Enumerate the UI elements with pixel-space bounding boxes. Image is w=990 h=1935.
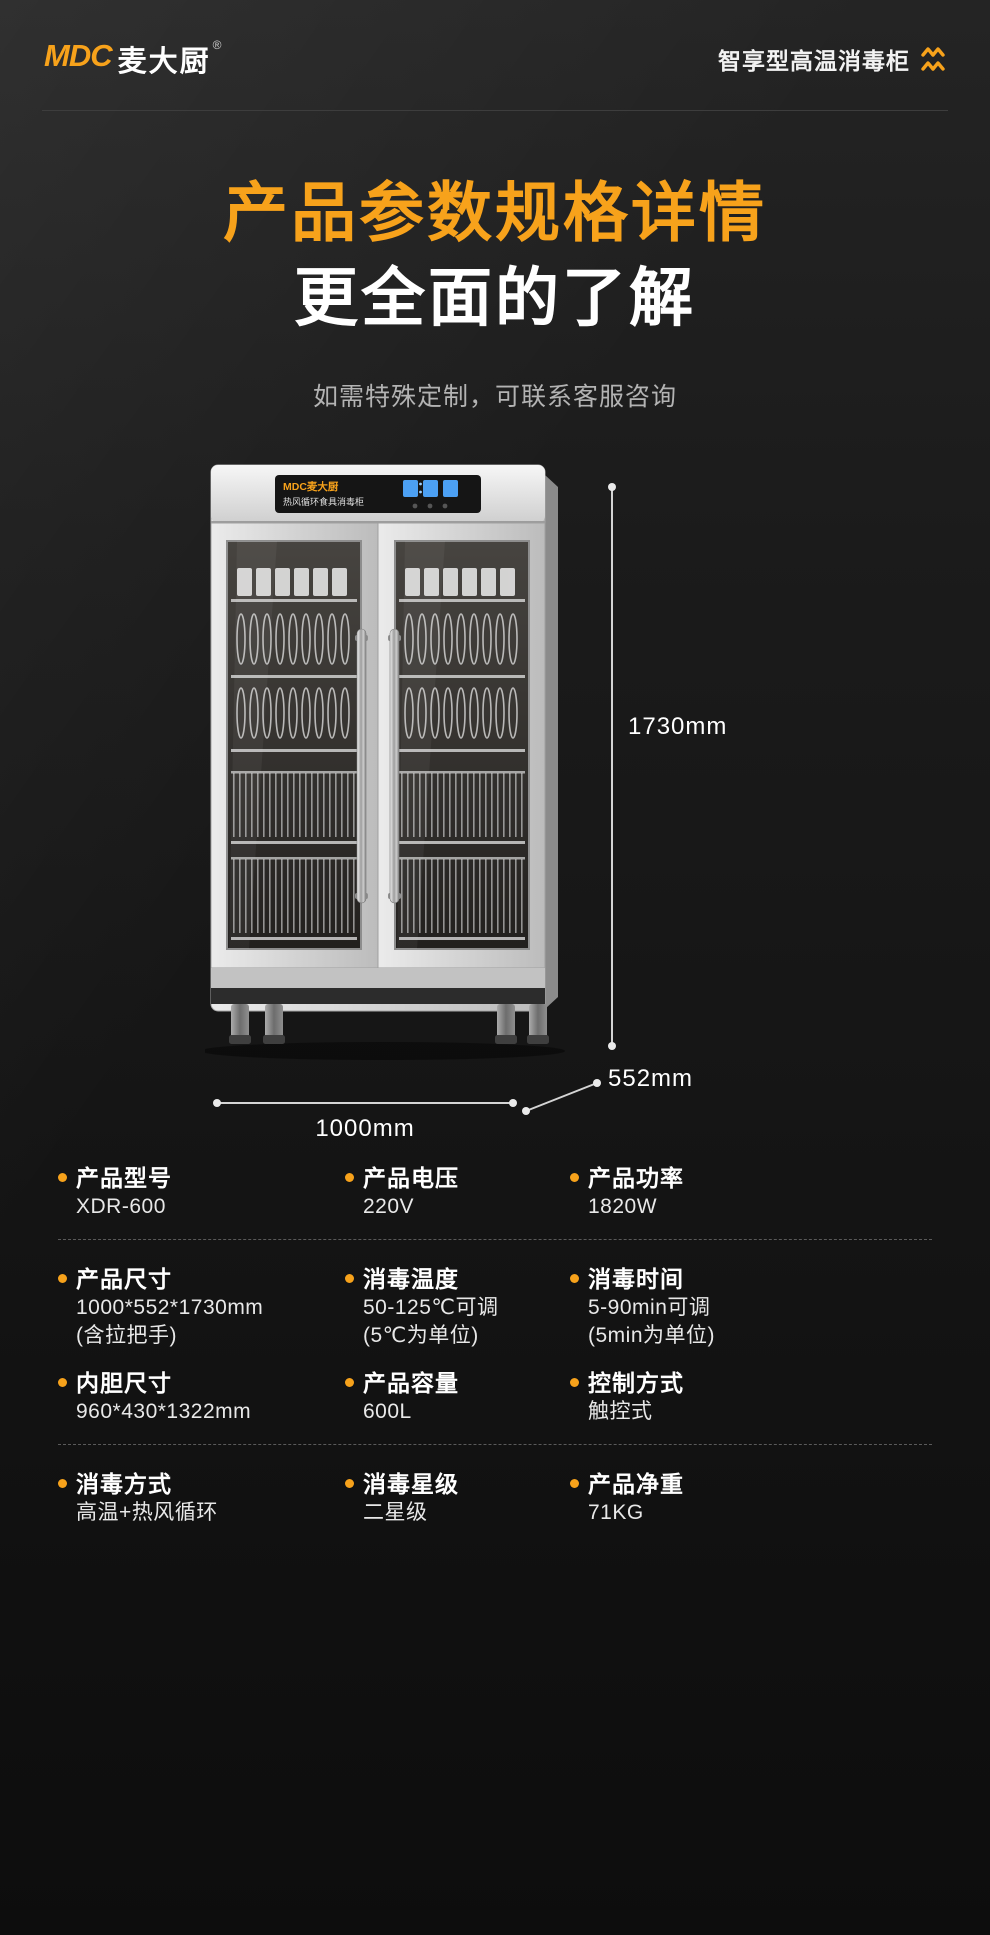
spec-item-temperature: 消毒温度 50-125℃可调 (5℃为单位): [345, 1264, 570, 1368]
spec-item-control: 控制方式 触控式: [570, 1368, 932, 1444]
spec-value-2: (5℃为单位): [363, 1323, 479, 1347]
brand-logo: MDC 麦大厨 ®: [44, 38, 221, 80]
width-dimension-label: 1000mm: [315, 1114, 415, 1142]
spec-value: 1000*552*1730mm: [76, 1295, 264, 1319]
spec-table: 产品型号 XDR-600 产品电压 220V 产品功率 1820W 产品尺寸 1…: [0, 1163, 990, 1545]
panel-display: [403, 479, 458, 509]
brand-chevrons-icon: [921, 47, 945, 71]
depth-dimension-label: 552mm: [608, 1064, 694, 1092]
spec-value: 50-125℃可调: [363, 1295, 499, 1319]
brand-logo-mdc: MDC: [44, 38, 113, 73]
spec-value: XDR-600: [76, 1194, 166, 1218]
hero-title-accent: 产品参数规格详情: [222, 176, 767, 249]
header: MDC 麦大厨 ® 智享型高温消毒柜: [0, 0, 990, 80]
spec-label: 消毒温度: [363, 1265, 459, 1292]
spec-value: 1820W: [588, 1194, 658, 1218]
spec-value: 高温+热风循环: [76, 1500, 218, 1524]
registered-mark: ®: [212, 38, 222, 52]
hero-title-white: 更全面的了解: [294, 261, 696, 334]
bullet-dot: [345, 1274, 354, 1284]
panel-brand-text: MDC麦大厨: [283, 480, 339, 493]
bullet-dot: [570, 1274, 579, 1284]
spec-value: 960*430*1322mm: [76, 1399, 252, 1423]
spec-label: 产品尺寸: [76, 1265, 172, 1292]
height-dimension-label: 1730mm: [628, 712, 728, 740]
dashed-divider: [58, 1238, 932, 1240]
spec-item-power: 产品功率 1820W: [570, 1163, 932, 1239]
cabinet-shadow: [205, 1041, 565, 1060]
cabinet-feet: [229, 1003, 549, 1044]
spec-item-inner-size: 内胆尺寸 960*430*1322mm: [58, 1368, 345, 1444]
spec-item-weight: 产品净重 71KG: [570, 1469, 932, 1545]
spec-label: 消毒方式: [76, 1470, 172, 1497]
bullet-dot: [570, 1378, 579, 1388]
brand-logo-name: 麦大厨: [117, 46, 211, 78]
bullet-dot: [345, 1173, 354, 1183]
spec-item-voltage: 产品电压 220V: [345, 1163, 570, 1239]
cabinet-base: [211, 967, 549, 1044]
bullet-dot: [58, 1274, 67, 1284]
spec-item-capacity: 产品容量 600L: [345, 1368, 570, 1444]
spec-value: 220V: [363, 1194, 415, 1218]
spec-item-star-level: 消毒星级 二星级: [345, 1469, 570, 1545]
cabinet-control-panel: MDC麦大厨 热风循环食具消毒柜: [211, 464, 545, 523]
spec-label: 产品功率: [588, 1164, 684, 1191]
spec-label: 消毒时间: [588, 1265, 684, 1292]
bullet-dot: [570, 1173, 579, 1183]
bullet-dot: [58, 1173, 67, 1183]
dashed-divider: [58, 1443, 932, 1445]
panel-label-text: 热风循环食具消毒柜: [283, 496, 364, 507]
bullet-dot: [345, 1378, 354, 1388]
door-handles: [355, 628, 401, 904]
spec-item-size: 产品尺寸 1000*552*1730mm (含拉把手): [58, 1264, 345, 1368]
hero-subtitle: 如需特殊定制，可联系客服咨询: [312, 382, 677, 411]
header-divider: [42, 110, 948, 111]
spec-item-model: 产品型号 XDR-600: [58, 1163, 345, 1239]
header-product-line: 智享型高温消毒柜: [718, 42, 946, 76]
depth-dimension-line: [525, 1081, 598, 1112]
spec-value-2: (5min为单位): [588, 1323, 716, 1347]
bullet-dot: [570, 1479, 579, 1489]
hero-section: 产品参数规格详情 更全面的了解 如需特殊定制，可联系客服咨询: [0, 177, 990, 413]
spec-label: 控制方式: [588, 1369, 684, 1396]
cabinet-right-door: [377, 522, 546, 969]
cabinet-left-door: [210, 522, 379, 969]
bullet-dot: [345, 1479, 354, 1489]
spec-item-method: 消毒方式 高温+热风循环: [58, 1469, 345, 1545]
bullet-dot: [58, 1479, 67, 1489]
cabinet-side-panel: [545, 474, 558, 1009]
bullet-dot: [58, 1378, 67, 1388]
product-figure: MDC麦大厨 热风循环食具消毒柜: [0, 463, 990, 1163]
spec-label: 消毒星级: [363, 1470, 459, 1497]
spec-label: 产品净重: [588, 1470, 684, 1497]
spec-value: 600L: [363, 1399, 412, 1423]
spec-value-2: (含拉把手): [76, 1323, 177, 1347]
spec-label: 产品容量: [363, 1369, 459, 1396]
spec-value: 71KG: [588, 1500, 644, 1524]
spec-value: 触控式: [588, 1399, 653, 1423]
spec-label: 产品电压: [363, 1164, 459, 1191]
spec-label: 产品型号: [76, 1164, 172, 1191]
disinfection-cabinet-image: MDC麦大厨 热风循环食具消毒柜: [205, 464, 565, 1060]
spec-value: 5-90min可调: [588, 1295, 711, 1319]
spec-value: 二星级: [363, 1500, 428, 1524]
spec-label: 内胆尺寸: [76, 1369, 172, 1396]
spec-item-time: 消毒时间 5-90min可调 (5min为单位): [570, 1264, 932, 1368]
product-line-title: 智享型高温消毒柜: [718, 48, 910, 74]
